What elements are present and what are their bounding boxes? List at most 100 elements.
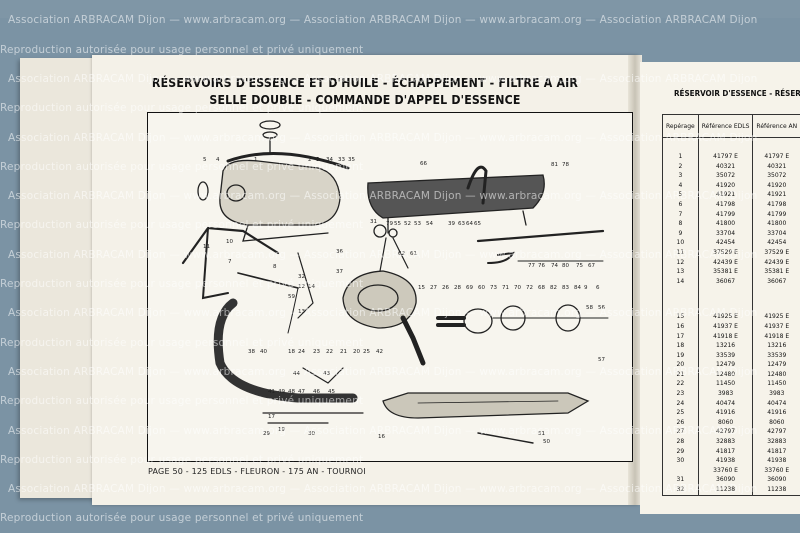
callout-number: 11 (203, 244, 210, 250)
cell-ref-an: 41938 (752, 456, 800, 466)
cell-ref-an: 41925 E (752, 312, 800, 322)
cell-ref-an: 42797 (752, 427, 800, 438)
cell-ref-an: 40321 (752, 161, 800, 172)
cell-reperage: 31 (662, 475, 699, 485)
cell-ref-an: 33539 (752, 350, 800, 361)
cell-ref-edls: 42439 E (697, 257, 754, 268)
cell-reperage: 5 (662, 190, 699, 200)
cell-reperage (662, 465, 699, 476)
cell-reperage: 8 (662, 219, 699, 229)
cell-ref-an: 32883 (752, 437, 800, 447)
callout-number: 6 (596, 285, 600, 291)
cell-ref-edls: 40474 (697, 398, 754, 409)
callout-number: 7 (228, 259, 232, 265)
cell-ref-an: 12479 (752, 360, 800, 370)
callout-number: 44 (293, 371, 300, 377)
callout-number: 59 (288, 294, 295, 300)
cell-reperage: 20 (662, 360, 699, 370)
callout-number: 41 (268, 389, 275, 395)
cell-ref-edls: 41918 E (697, 331, 754, 342)
callout-number: 46 (313, 389, 320, 395)
callout-number: 34 (326, 157, 333, 163)
cell-reperage: 26 (662, 417, 699, 428)
callout-number: 2 (308, 157, 312, 163)
callout-number: 5 (203, 157, 207, 163)
cell-reperage: 25 (662, 408, 699, 418)
callout-number: 20 (353, 349, 360, 355)
callout-number: 29 (263, 431, 270, 437)
callout-number: 30 (308, 431, 315, 437)
cell-ref-edls: 41938 (697, 456, 754, 466)
table-row-spacer (662, 137, 699, 152)
silencer (382, 392, 590, 419)
cell-reperage: 12 (662, 257, 699, 268)
cell-reperage: 13 (662, 267, 699, 277)
cell-ref-an: 41921 (752, 190, 800, 200)
callout-number: 72 (526, 285, 533, 291)
watermark-text: Reproduction autorisée pour usage person… (0, 512, 364, 524)
callout-number: 42 (376, 349, 383, 355)
cell-ref-an: 13216 (752, 341, 800, 351)
cell-ref-edls: 41797 E (697, 152, 754, 162)
callout-number: 74 (551, 263, 558, 269)
cell-ref-an: 41916 (752, 408, 800, 418)
callout-number: 22 (326, 349, 333, 355)
callout-number: 18 (288, 349, 295, 355)
exhaust-pipe (213, 298, 358, 403)
callout-number: 79 (386, 221, 393, 227)
cell-reperage: 1 (662, 152, 699, 162)
callout-number: 9 (584, 285, 588, 291)
cell-ref-an: 41937 E (752, 321, 800, 332)
cell-reperage: 16 (662, 321, 699, 332)
page-title-line1: RÉSERVOIRS D'ESSENCE ET D'HUILE - ÉCHAPP… (151, 75, 579, 90)
cell-ref-an: 41798 (752, 199, 800, 210)
callout-number: 39 (448, 221, 455, 227)
column-header-an: Référence AN (752, 114, 800, 138)
cell-ref-an: 36067 (752, 276, 800, 287)
cell-reperage: 10 (662, 238, 699, 248)
cell-ref-an: 35381 E (752, 267, 800, 277)
callout-number: 8 (273, 264, 277, 270)
cell-reperage: 19 (662, 350, 699, 361)
callout-number: 71 (502, 285, 509, 291)
cell-reperage: 27 (662, 427, 699, 438)
cell-reperage: 2 (662, 161, 699, 172)
callout-number: 1 (254, 157, 258, 163)
callout-number: 4 (216, 157, 220, 163)
callout-number: 73 (490, 285, 497, 291)
callout-number: 17 (268, 414, 275, 420)
cell-ref-edls: 37529 E (697, 247, 754, 258)
callout-number: 35 (348, 157, 355, 163)
callout-number: 56 (598, 305, 605, 311)
cell-ref-edls: 33539 (697, 350, 754, 361)
callout-number: 47 (298, 389, 305, 395)
cell-ref-an: 12480 (752, 369, 800, 380)
cell-ref-edls: 40321 (697, 161, 754, 172)
callout-number: 51 (538, 431, 545, 437)
cell-ref-edls: 12480 (697, 369, 754, 380)
cell-ref-an: 41799 (752, 209, 800, 220)
cell-ref-edls: 41921 (697, 190, 754, 200)
cell-reperage: 14 (662, 276, 699, 287)
cell-reperage: 28 (662, 437, 699, 447)
